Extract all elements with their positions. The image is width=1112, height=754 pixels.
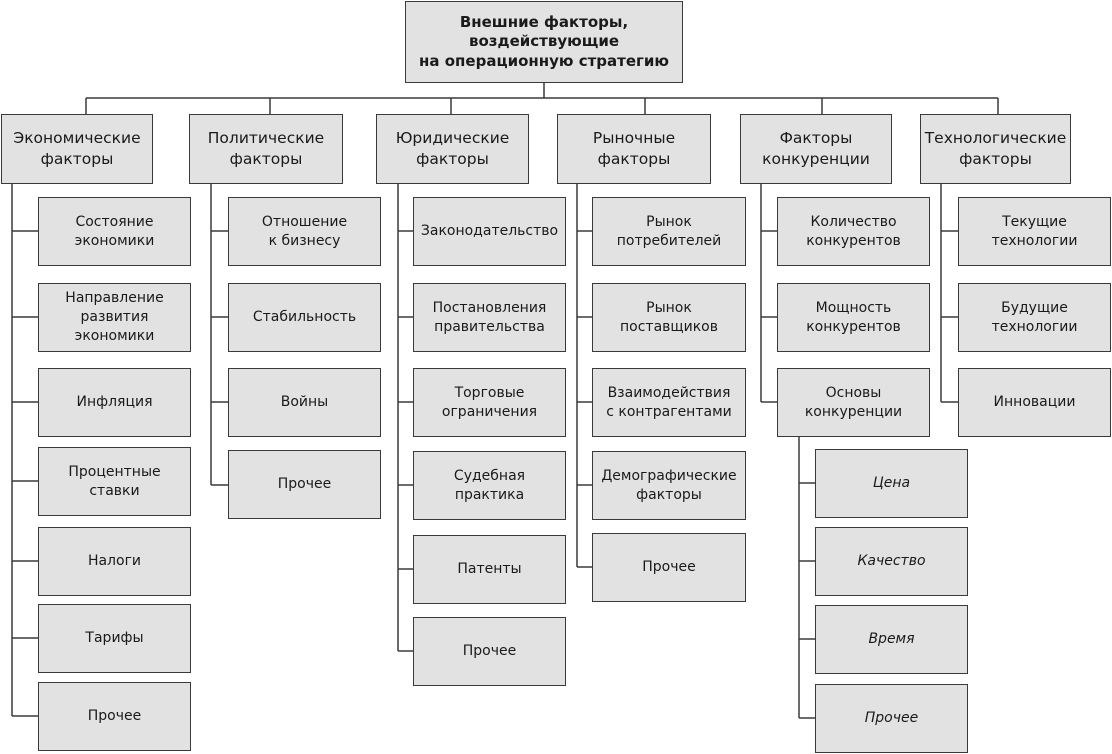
market-item: Демографические факторы [592,451,746,520]
category-market: Рыночные факторы [557,114,711,184]
legal-item: Прочее [413,617,566,686]
political-item: Войны [228,368,381,437]
legal-item: Судебная практика [413,451,566,520]
market-item: Рынок поставщиков [592,283,746,352]
political-item: Стабильность [228,283,381,352]
political-item: Отношение к бизнесу [228,197,381,266]
technology-item: Будущие технологии [958,283,1111,352]
legal-item: Постановления правительства [413,283,566,352]
competition-item: Количество конкурентов [777,197,930,266]
legal-item: Торговые ограничения [413,368,566,437]
market-item: Рынок потребителей [592,197,746,266]
legal-item: Патенты [413,535,566,604]
economic-item: Направление развития экономики [38,283,191,352]
competition-basis-subitem: Прочее [815,684,968,753]
economic-item: Инфляция [38,368,191,437]
competition-item: Мощность конкурентов [777,283,930,352]
category-legal: Юридические факторы [376,114,529,184]
market-item: Прочее [592,533,746,602]
category-competition: Факторы конкуренции [740,114,892,184]
economic-item: Процентные ставки [38,447,191,516]
economic-item: Состояние экономики [38,197,191,266]
technology-item: Текущие технологии [958,197,1111,266]
political-item: Прочее [228,450,381,519]
competition-basis-subitem: Цена [815,449,968,518]
competition-basis-subitem: Качество [815,527,968,596]
competition-item: Основы конкуренции [777,368,930,437]
root-box: Внешние факторы, воздействующие на опера… [405,1,683,83]
economic-item: Налоги [38,527,191,596]
economic-item: Прочее [38,682,191,751]
economic-item: Тарифы [38,604,191,673]
technology-item: Инновации [958,368,1111,437]
category-economic: Экономические факторы [1,114,153,184]
category-technology: Технологические факторы [920,114,1071,184]
legal-item: Законодательство [413,197,566,266]
competition-basis-subitem: Время [815,605,968,674]
market-item: Взаимодействия с контрагентами [592,368,746,437]
category-political: Политические факторы [189,114,343,184]
